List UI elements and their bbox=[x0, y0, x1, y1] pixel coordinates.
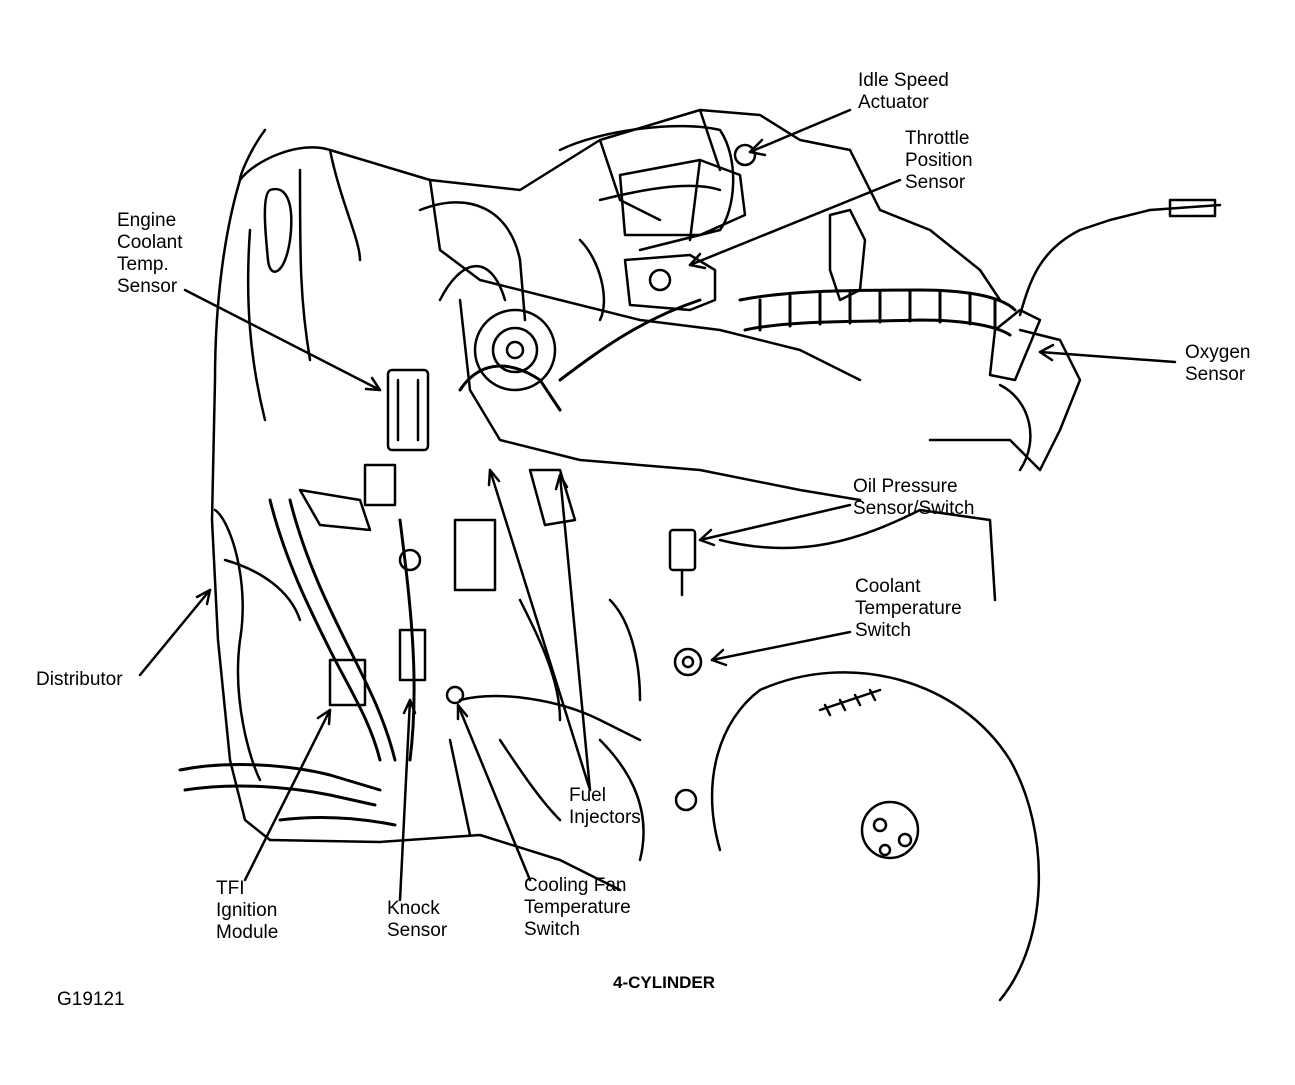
label-idle-speed-actuator: Idle Speed Actuator bbox=[858, 70, 949, 114]
label-line: Injectors bbox=[569, 807, 641, 828]
label-engine-coolant-temp-sensor: Engine Coolant Temp. Sensor bbox=[117, 210, 183, 298]
engine-block-outline bbox=[210, 108, 1082, 892]
corrugated-harness bbox=[738, 288, 1017, 337]
label-tfi-ignition-module: TFI Ignition Module bbox=[216, 878, 278, 944]
label-line: Sensor/Switch bbox=[853, 498, 975, 519]
label-distributor: Distributor bbox=[36, 669, 123, 691]
label-line: Position bbox=[905, 150, 973, 171]
label-line: Oil Pressure bbox=[853, 476, 958, 497]
wiring-harness bbox=[178, 298, 702, 827]
label-line: Cooling Fan bbox=[524, 875, 627, 896]
label-line: TFI bbox=[216, 878, 245, 899]
label-line: Knock bbox=[387, 898, 440, 919]
valve-cover bbox=[263, 108, 867, 502]
label-line: Switch bbox=[524, 919, 580, 940]
figure-caption: 4-CYLINDER bbox=[613, 973, 716, 992]
coolant-temperature-switch-body bbox=[673, 647, 703, 677]
label-line: Oxygen bbox=[1185, 342, 1251, 363]
label-line: Actuator bbox=[858, 92, 929, 113]
label-knock-sensor: Knock Sensor bbox=[387, 898, 447, 942]
label-cooling-fan-temperature-switch: Cooling Fan Temperature Switch bbox=[524, 875, 631, 941]
oil-pressure-switch-body bbox=[668, 528, 697, 597]
distributor-body bbox=[213, 508, 302, 782]
intake-tube bbox=[418, 124, 735, 322]
label-line: Sensor bbox=[117, 276, 178, 297]
label-line: Ignition bbox=[216, 900, 278, 921]
throttle-position-sensor-body bbox=[623, 253, 717, 312]
label-line: Sensor bbox=[905, 172, 966, 193]
label-oil-pressure-sensor-switch: Oil Pressure Sensor/Switch bbox=[853, 476, 974, 520]
label-line: Distributor bbox=[36, 669, 123, 690]
label-line: Temperature bbox=[855, 598, 962, 619]
label-line: Throttle bbox=[905, 128, 970, 149]
leader-lines bbox=[138, 108, 1177, 902]
label-line: Coolant bbox=[117, 232, 183, 253]
label-line: Engine bbox=[117, 210, 177, 231]
throttle-pulley bbox=[473, 308, 557, 392]
label-line: Sensor bbox=[387, 920, 448, 941]
label-line: Idle Speed bbox=[858, 70, 949, 91]
sensor-connectors bbox=[298, 463, 577, 707]
engine-coolant-temp-sensor-body bbox=[386, 368, 430, 452]
oxygen-sensor-body bbox=[988, 198, 1222, 472]
label-throttle-position-sensor: Throttle Position Sensor bbox=[905, 128, 973, 194]
idle-speed-actuator-body bbox=[618, 143, 757, 242]
label-line: Switch bbox=[855, 620, 911, 641]
label-line: Temp. bbox=[117, 254, 169, 275]
label-coolant-temperature-switch: Coolant Temperature Switch bbox=[855, 576, 962, 642]
label-line: Module bbox=[216, 922, 279, 943]
label-fuel-injectors: Fuel Injectors bbox=[569, 785, 641, 829]
label-oxygen-sensor: Oxygen Sensor bbox=[1185, 342, 1250, 386]
label-line: Coolant bbox=[855, 576, 921, 597]
label-line: Fuel bbox=[569, 785, 606, 806]
lower-engine-details bbox=[448, 598, 698, 862]
label-line: Sensor bbox=[1185, 364, 1246, 385]
flywheel bbox=[710, 671, 1041, 1002]
figure-id: G19121 bbox=[57, 989, 125, 1010]
label-line: Temperature bbox=[524, 897, 631, 918]
